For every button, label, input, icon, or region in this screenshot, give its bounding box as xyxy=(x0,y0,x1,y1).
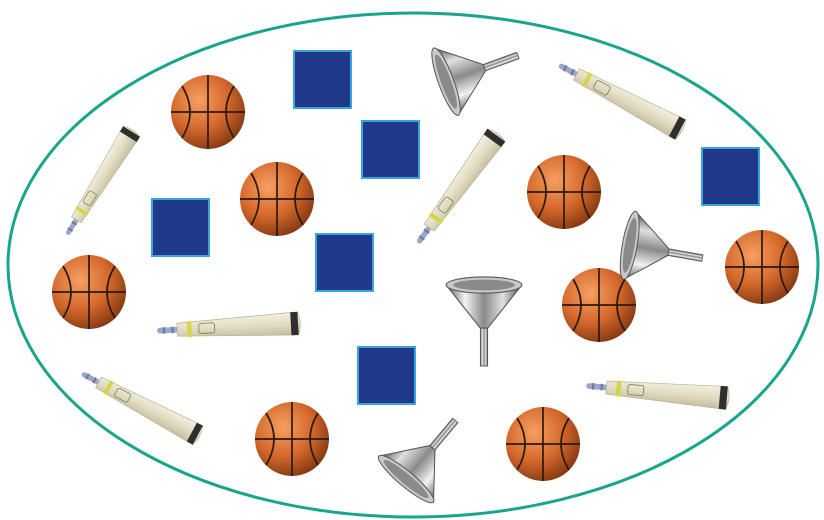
cricket-bat xyxy=(585,374,730,409)
group-boundary-ellipse xyxy=(8,13,818,517)
cricket-bat xyxy=(77,364,205,446)
cricket-bat xyxy=(409,127,506,249)
blue-square xyxy=(362,121,419,178)
cricket-bat xyxy=(156,312,300,343)
basketball xyxy=(506,407,580,481)
basketball xyxy=(527,155,601,229)
basketball xyxy=(240,162,314,236)
basketball xyxy=(725,230,799,304)
basketball xyxy=(255,402,329,476)
funnel xyxy=(616,210,708,292)
funnel xyxy=(427,22,530,118)
blue-square xyxy=(358,347,415,404)
basketball xyxy=(171,75,245,149)
funnel xyxy=(446,277,522,366)
blue-square xyxy=(294,51,351,108)
blue-square xyxy=(316,234,373,291)
blue-square xyxy=(152,199,209,256)
funnel xyxy=(374,397,483,507)
cricket-bat xyxy=(59,125,141,240)
basketball xyxy=(52,255,126,329)
blue-square xyxy=(702,148,759,205)
